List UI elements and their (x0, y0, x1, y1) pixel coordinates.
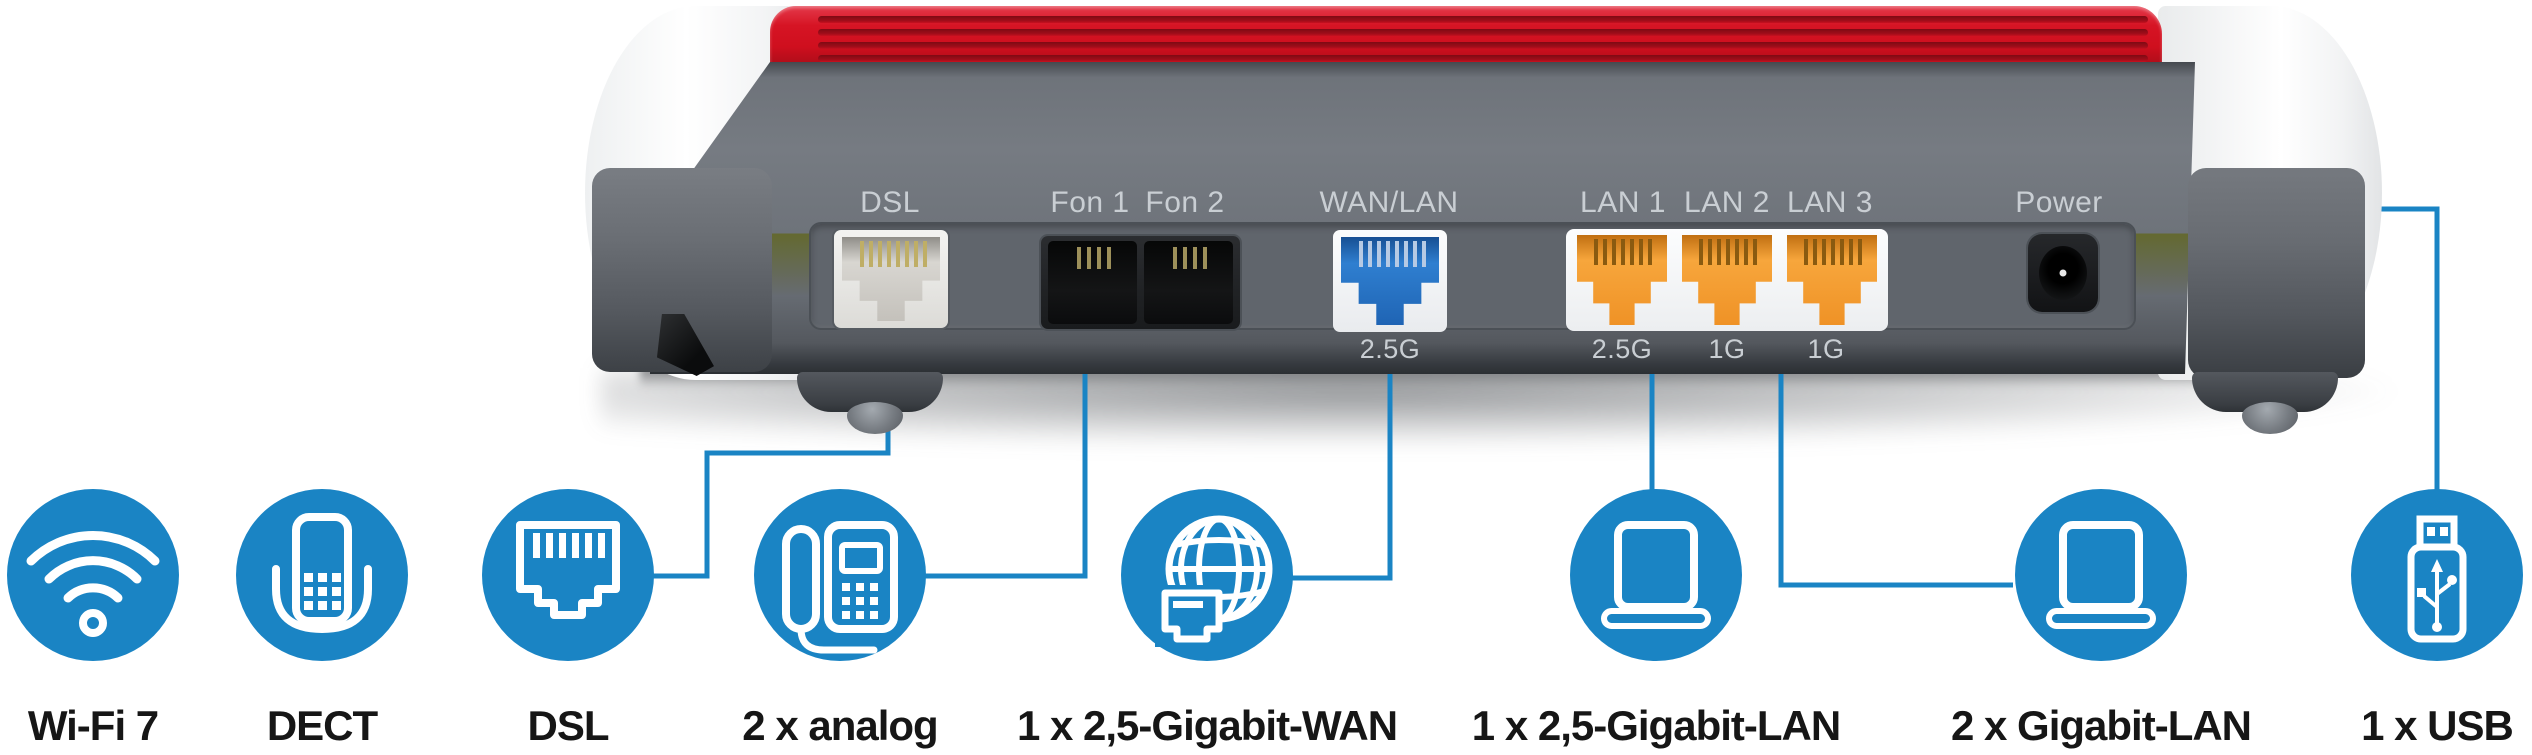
dsl-pins (854, 241, 928, 267)
feature-analog (754, 489, 926, 661)
router-back-panel: DSL Fon 1 Fon 2 WAN/LAN LAN 1 LAN 2 LAN … (650, 62, 2195, 374)
feature-dsl (482, 489, 654, 661)
feature-label-usb: 1 x USB (2361, 702, 2514, 749)
dect-handset-icon (272, 513, 372, 634)
usb-stick-icon (2407, 515, 2467, 643)
feature-lan25 (1570, 489, 1742, 661)
laptop-icon (2046, 521, 2156, 629)
power-barrel (2039, 246, 2087, 300)
top-cover-groove (818, 29, 2148, 36)
feature-lan1g (2015, 489, 2187, 661)
dsl-jack-cavity (842, 237, 940, 321)
speed-label-lan3: 1G (1807, 334, 1845, 364)
fon-ports-frame (1041, 236, 1240, 329)
globe-wan-icon (1155, 515, 1273, 647)
fon1-pins (1071, 247, 1114, 269)
feature-label-lan25: 1 x 2,5-Gigabit-LAN (1471, 702, 1841, 749)
speed-label-wan: 2.5G (1359, 334, 1421, 364)
router-top-cover (770, 6, 2162, 72)
lan1-pins (1588, 239, 1656, 265)
wan-pins (1353, 241, 1427, 267)
wan-lan-port (1333, 230, 1447, 332)
feature-label-lan1g: 2 x Gigabit-LAN (1950, 702, 2252, 749)
top-cover-groove (818, 42, 2148, 49)
analog-phone-icon (782, 521, 898, 654)
fon1-port (1048, 241, 1137, 324)
top-cover-groove (818, 16, 2148, 23)
power-port (2028, 234, 2098, 312)
port-label-fon2: Fon 2 (1145, 186, 1225, 219)
port-label-lan1: LAN 1 (1580, 186, 1666, 219)
feature-wan (1121, 489, 1293, 661)
lan2-port (1682, 235, 1772, 325)
speed-label-lan2: 1G (1708, 334, 1746, 364)
line-fon (924, 368, 1088, 579)
port-label-power: Power (2015, 186, 2103, 219)
feature-wifi (7, 489, 179, 661)
line-lan23 (1778, 368, 2013, 588)
feature-label-dect: DECT (266, 702, 378, 749)
feature-label-wifi: Wi-Fi 7 (27, 702, 159, 749)
speed-label-lan1: 2.5G (1591, 334, 1653, 364)
router-foot-left-tip (847, 402, 903, 434)
router-right-side (2188, 168, 2365, 378)
lan1-port (1577, 235, 1667, 325)
port-label-dsl: DSL (860, 186, 920, 219)
fon2-port (1144, 241, 1233, 324)
feature-label-dsl: DSL (527, 702, 610, 749)
router-foot-right-tip (2242, 402, 2298, 434)
line-dsl (652, 420, 891, 579)
laptop-icon (1601, 521, 1711, 629)
port-label-lan3: LAN 3 (1787, 186, 1873, 219)
feature-usb (2351, 489, 2523, 661)
feature-label-wan: 1 x 2,5-Gigabit-WAN (1016, 702, 1398, 749)
lan-ports-block (1566, 229, 1888, 331)
lan2-pins (1693, 239, 1761, 265)
wifi-icon (26, 530, 160, 637)
line-usb (2376, 206, 2440, 500)
line-wan (1291, 368, 1393, 581)
vent-grid (855, 88, 2155, 190)
dsl-jack-icon (516, 521, 620, 619)
lan3-pins (1798, 239, 1866, 265)
feature-dect (236, 489, 408, 661)
port-label-wan: WAN/LAN (1319, 186, 1459, 219)
power-pin (2059, 269, 2067, 277)
ports-recess-panel (809, 222, 2136, 330)
top-cover-groove (818, 55, 2148, 62)
port-label-fon1: Fon 1 (1050, 186, 1130, 219)
lan3-port (1787, 235, 1877, 325)
port-label-lan2: LAN 2 (1684, 186, 1770, 219)
dsl-port (834, 230, 948, 328)
wan-jack-cavity (1341, 237, 1439, 325)
fon2-pins (1167, 247, 1210, 269)
feature-label-analog: 2 x analog (742, 702, 938, 749)
